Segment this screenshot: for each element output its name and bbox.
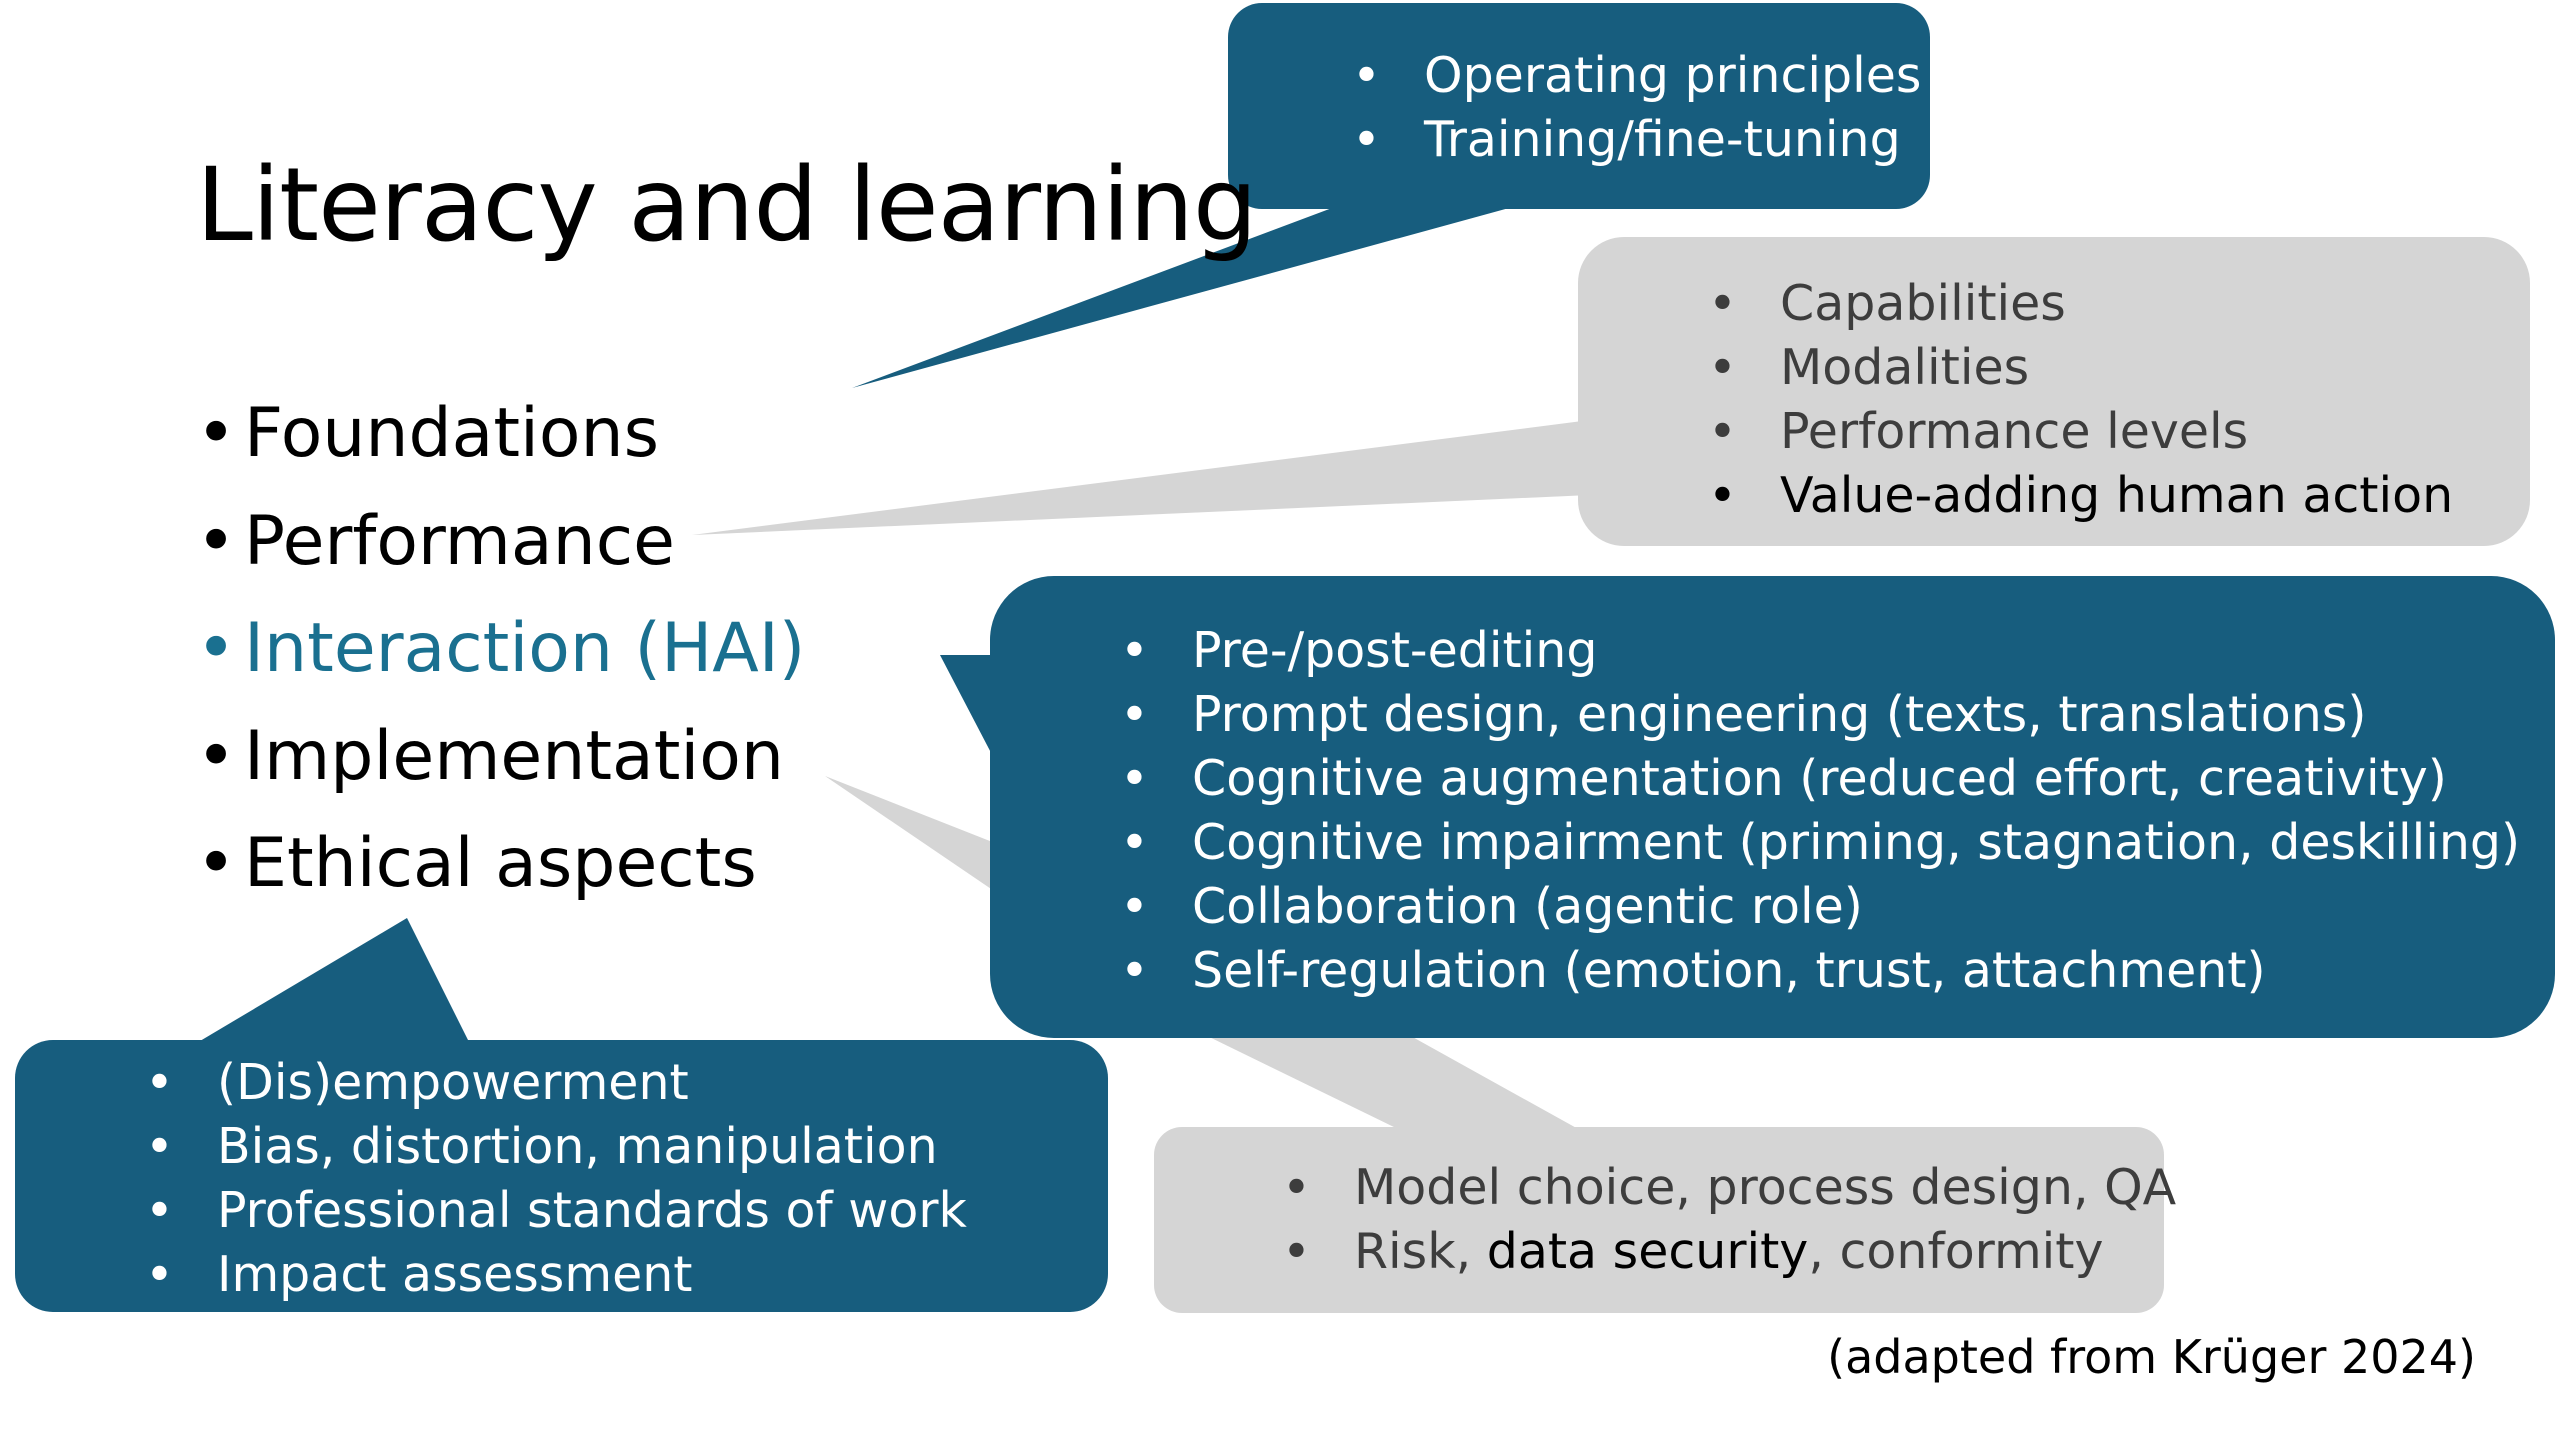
callout-item-text-emphasis: data security	[1486, 1222, 1809, 1280]
ethics-callout-tail	[195, 918, 470, 1044]
callout-item: • Bias, distortion, manipulation	[145, 1114, 967, 1178]
callout-item: • Model choice, process design, QA	[1282, 1155, 2176, 1219]
callout-item-text: Bias, distortion, manipulation	[217, 1117, 938, 1175]
bullet: •	[1282, 1222, 1311, 1280]
callout-item-text: Prompt design, engineering (texts, trans…	[1192, 685, 2367, 743]
foundations-callout-list: • Operating principles • Training/fine-t…	[1352, 43, 1921, 171]
performance-callout-tail	[692, 420, 1590, 535]
bullet: •	[1282, 1158, 1311, 1216]
bullet: •	[1708, 402, 1737, 460]
topic-implementation: • Implementation	[196, 703, 805, 811]
topic-label: Implementation	[244, 716, 784, 796]
callout-item-text: Performance levels	[1780, 402, 2249, 460]
topic-label: Performance	[244, 501, 675, 581]
bullet: •	[196, 824, 237, 904]
callout-item-text: Operating principles	[1424, 46, 1922, 104]
interaction-callout-list: • Pre-/post-editing • Prompt design, eng…	[1120, 618, 2520, 1002]
bullet: •	[1120, 621, 1149, 679]
callout-item-text: Self-regulation (emotion, trust, attachm…	[1192, 941, 2266, 999]
callout-item: • (Dis)empowerment	[145, 1050, 967, 1114]
topic-label: Interaction (HAI)	[244, 609, 806, 689]
callout-item: • Value-adding human action	[1708, 463, 2453, 527]
callout-item: • Self-regulation (emotion, trust, attac…	[1120, 938, 2520, 1002]
topic-list: • Foundations • Performance • Interactio…	[196, 380, 805, 918]
bullet: •	[196, 501, 237, 581]
bullet: •	[196, 609, 237, 689]
bullet: •	[1708, 466, 1737, 524]
implementation-callout-tail-lower	[1195, 1030, 1580, 1130]
interaction-callout: • Pre-/post-editing • Prompt design, eng…	[990, 576, 2555, 1038]
callout-item-text: Cognitive augmentation (reduced effort, …	[1192, 749, 2447, 807]
callout-item: • Cognitive augmentation (reduced effort…	[1120, 746, 2520, 810]
foundations-callout: • Operating principles • Training/fine-t…	[1228, 3, 1930, 209]
bullet: •	[1120, 685, 1149, 743]
topic-ethical-aspects: • Ethical aspects	[196, 810, 805, 918]
bullet: •	[145, 1053, 174, 1111]
callout-item-text: Training/fine-tuning	[1424, 110, 1901, 168]
callout-item: • Operating principles	[1352, 43, 1921, 107]
bullet: •	[1120, 877, 1149, 935]
bullet: •	[1708, 274, 1737, 332]
callout-item: • Cognitive impairment (priming, stagnat…	[1120, 810, 2520, 874]
performance-callout: • Capabilities • Modalities • Performanc…	[1578, 237, 2530, 546]
callout-item-text: (Dis)empowerment	[217, 1053, 689, 1111]
callout-item: • Professional standards of work	[145, 1178, 967, 1242]
topic-performance: • Performance	[196, 488, 805, 596]
bullet: •	[1708, 338, 1737, 396]
callout-item-text: Capabilities	[1780, 274, 2066, 332]
foundations-callout-tail	[852, 205, 1520, 388]
callout-item-text: Impact assessment	[217, 1245, 693, 1303]
callout-item-text: Value-adding human action	[1780, 466, 2454, 524]
callout-item: • Risk, data security, conformity	[1282, 1219, 2176, 1283]
callout-item: • Performance levels	[1708, 399, 2453, 463]
callout-item: • Training/fine-tuning	[1352, 107, 1921, 171]
bullet: •	[145, 1245, 174, 1303]
interaction-callout-tail	[940, 655, 1000, 770]
bullet: •	[196, 394, 237, 474]
callout-item-text-start: Risk,	[1354, 1222, 1487, 1280]
performance-callout-list: • Capabilities • Modalities • Performanc…	[1708, 271, 2453, 527]
callout-item-text: Model choice, process design, QA	[1354, 1158, 2177, 1216]
bullet: •	[1120, 813, 1149, 871]
bullet: •	[145, 1181, 174, 1239]
ethics-callout: • (Dis)empowerment • Bias, distortion, m…	[15, 1040, 1108, 1312]
callout-item: • Prompt design, engineering (texts, tra…	[1120, 682, 2520, 746]
bullet: •	[145, 1117, 174, 1175]
ethics-callout-list: • (Dis)empowerment • Bias, distortion, m…	[145, 1050, 967, 1306]
callout-item-text: Professional standards of work	[217, 1181, 967, 1239]
implementation-callout-tail	[825, 776, 1000, 895]
bullet: •	[1120, 941, 1149, 999]
callout-item-text-end: , conformity	[1808, 1222, 2104, 1280]
bullet: •	[1352, 46, 1381, 104]
callout-item: • Pre-/post-editing	[1120, 618, 2520, 682]
callout-item: • Modalities	[1708, 335, 2453, 399]
callout-item: • Collaboration (agentic role)	[1120, 874, 2520, 938]
bullet: •	[196, 716, 237, 796]
topic-label: Ethical aspects	[244, 824, 757, 904]
topic-foundations: • Foundations	[196, 380, 805, 488]
source-citation: (adapted from Krüger 2024)	[1827, 1330, 2476, 1384]
callout-item: • Impact assessment	[145, 1242, 967, 1306]
callout-item-text: Pre-/post-editing	[1192, 621, 1598, 679]
slide-title: Literacy and learning	[196, 146, 1258, 265]
bullet: •	[1352, 110, 1381, 168]
callout-item-text: Cognitive impairment (priming, stagnatio…	[1192, 813, 2521, 871]
callout-item-text: Risk, data security, conformity	[1354, 1223, 2104, 1280]
implementation-callout-list: • Model choice, process design, QA • Ris…	[1282, 1155, 2176, 1283]
topic-interaction: • Interaction (HAI)	[196, 595, 805, 703]
callout-item-text: Collaboration (agentic role)	[1192, 877, 1863, 935]
implementation-callout: • Model choice, process design, QA • Ris…	[1154, 1127, 2176, 1313]
topic-label: Foundations	[244, 394, 660, 474]
callout-item-text: Modalities	[1780, 338, 2030, 396]
callout-item: • Capabilities	[1708, 271, 2453, 335]
bullet: •	[1120, 749, 1149, 807]
